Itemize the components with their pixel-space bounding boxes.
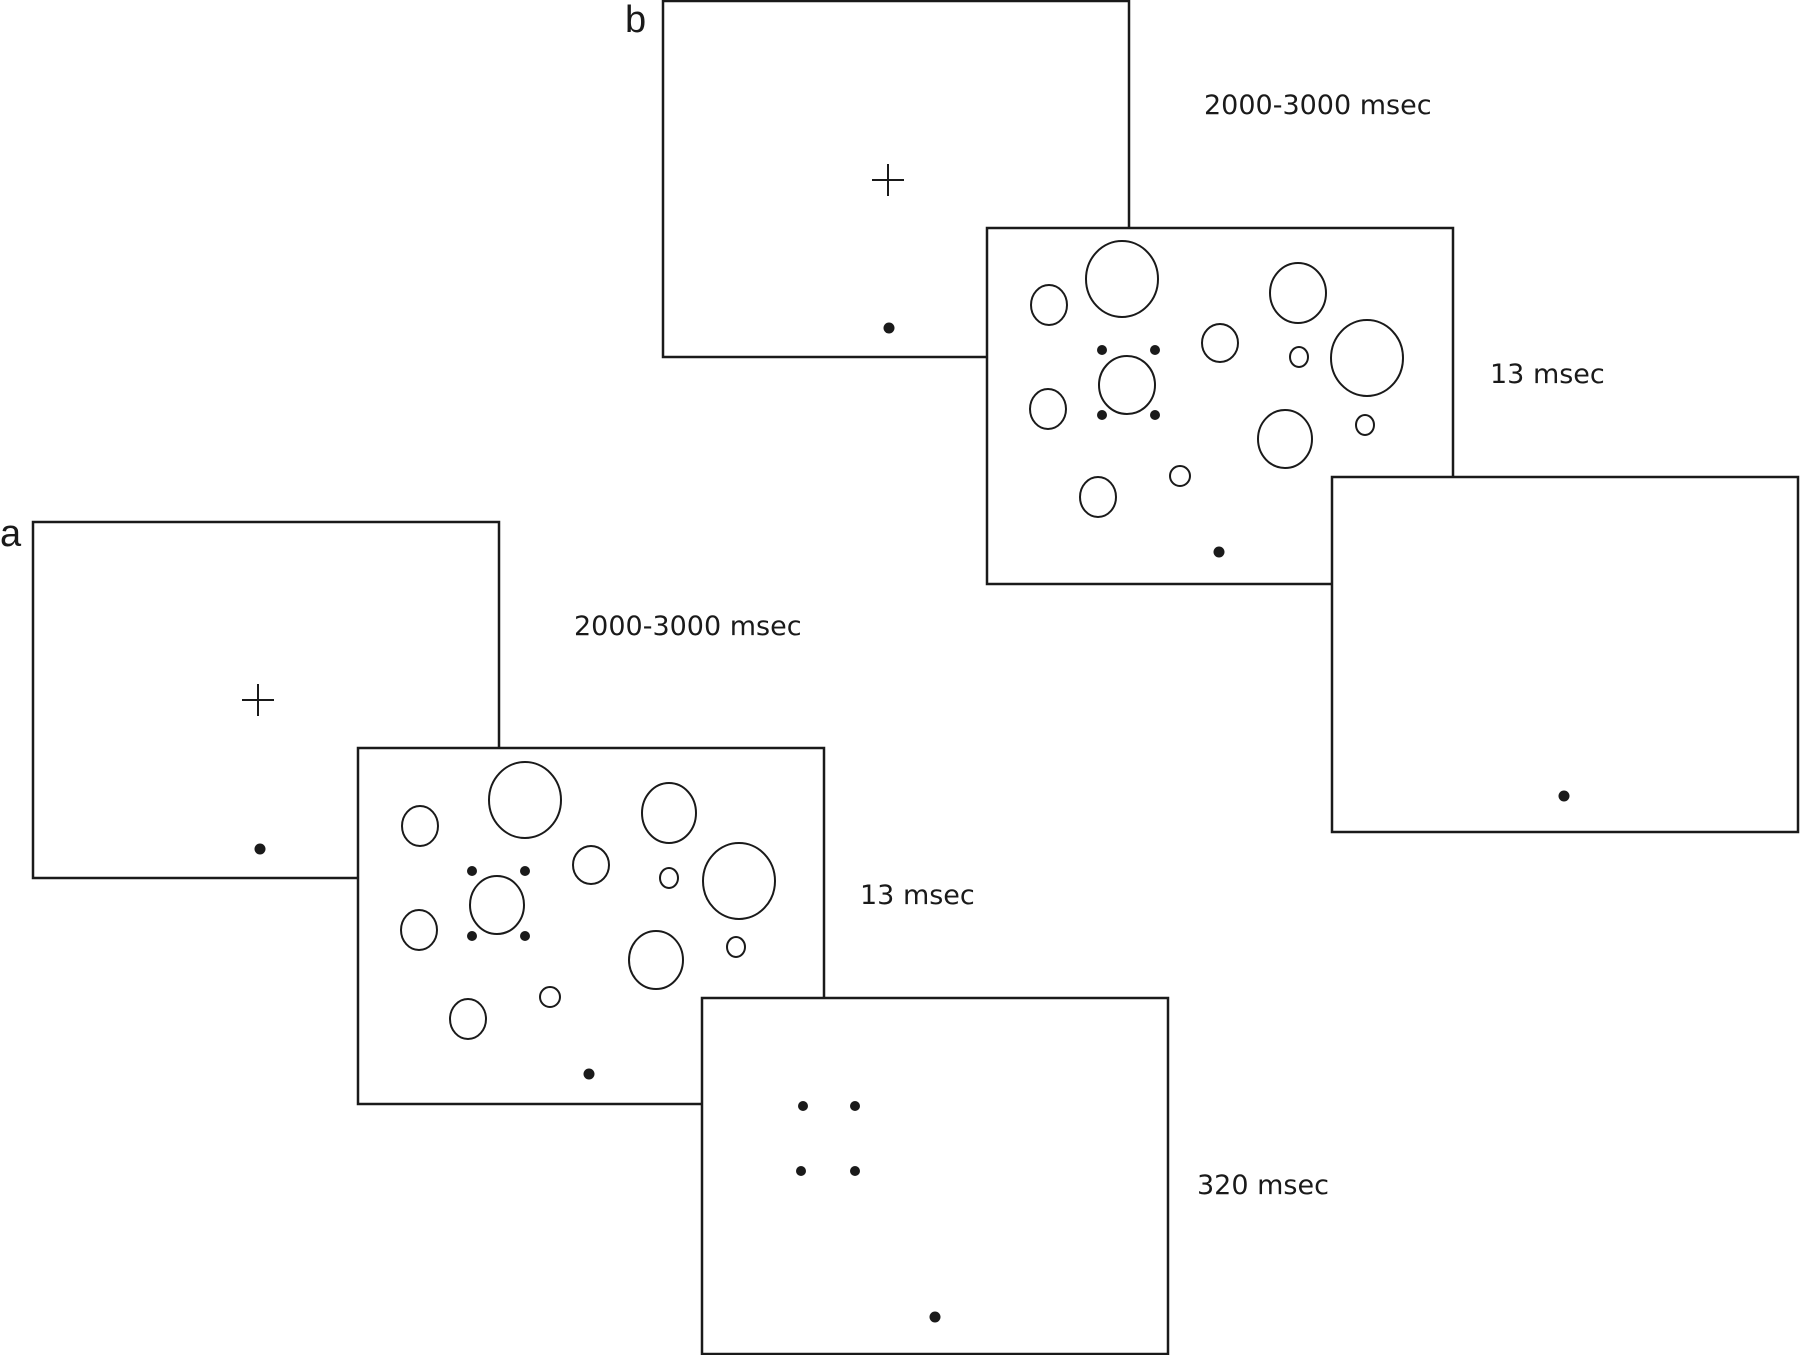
circle-stimulus [401, 805, 439, 847]
fixation-cross-icon [242, 684, 274, 716]
screen-frame [1330, 475, 1800, 834]
circle-stimulus [1289, 346, 1309, 368]
circle-stimulus [641, 782, 697, 844]
circle-stimulus [1029, 388, 1067, 430]
target-circle [1098, 355, 1156, 415]
screen-frame [700, 996, 1170, 1355]
fixation-cross-icon [872, 164, 904, 196]
sequence-a-mask-screen [700, 996, 1170, 1355]
reference-dot [254, 843, 266, 855]
reference-dot [883, 322, 895, 334]
circle-stimulus [726, 936, 746, 958]
circle-stimulus [1030, 284, 1068, 326]
target-circle [469, 875, 525, 935]
circle-stimulus [1355, 414, 1375, 436]
four-dot-mask [796, 1101, 860, 1176]
circle-stimulus [1079, 476, 1117, 518]
duration-label: 320 msec [1197, 1170, 1329, 1201]
duration-label: 13 msec [1490, 359, 1605, 390]
circle-stimulus [1269, 262, 1327, 324]
circle-stimulus [659, 867, 679, 889]
circle-stimulus [1330, 319, 1404, 397]
four-dot-mask [467, 866, 530, 941]
duration-label: 2000-3000 msec [1204, 90, 1432, 121]
circle-stimulus [400, 909, 438, 951]
circle-stimulus [449, 998, 487, 1040]
circle-stimulus [1169, 465, 1191, 487]
circle-stimulus [488, 761, 562, 839]
reference-dot [929, 1311, 941, 1323]
circle-stimulus [1085, 240, 1159, 318]
sequence-b: b 2000-3000 msec [625, 0, 1800, 834]
four-dot-mask [1097, 345, 1160, 420]
circle-stimulus [1257, 409, 1313, 469]
circle-stimulus [1201, 323, 1239, 363]
sequence-b-blank-screen [1330, 475, 1800, 834]
sequence-a: a 2000-3000 msec [0, 513, 1329, 1355]
panel-label-b: b [625, 0, 646, 41]
reference-dot [1558, 790, 1570, 802]
circle-stimulus [702, 842, 776, 920]
duration-label: 2000-3000 msec [574, 611, 802, 642]
circle-stimulus [628, 930, 684, 990]
circle-stimulus [539, 986, 561, 1008]
reference-dot [583, 1068, 595, 1080]
circle-stimulus [572, 845, 610, 885]
reference-dot [1213, 546, 1225, 558]
panel-label-a: a [0, 513, 22, 555]
duration-label: 13 msec [860, 880, 975, 911]
